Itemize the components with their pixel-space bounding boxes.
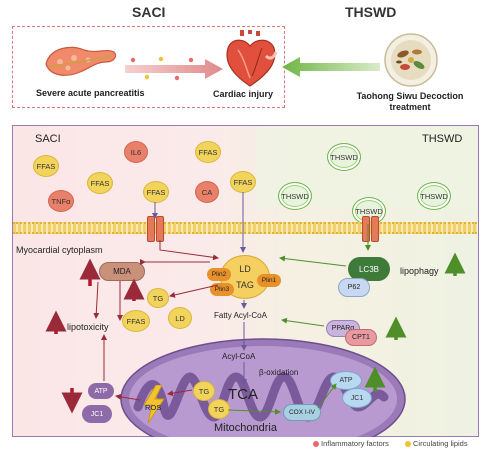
ffas-molecule: FFAS (122, 310, 150, 332)
fatty-acyl-coa-label: Fatty Acyl-CoA (214, 311, 267, 320)
panel-right-header: THSWD (422, 133, 463, 145)
jc1-right: JC1 (342, 388, 372, 408)
pancreas-icon (45, 46, 117, 76)
thswd-bubble: THSWD (278, 182, 312, 210)
thswd-bubble: THSWD (417, 182, 451, 210)
tca-label: TCA (228, 386, 258, 403)
ros-lightning-icon (143, 385, 165, 423)
tg-molecule: TG (147, 288, 169, 308)
beta-oxidation-label: β-oxidation (259, 368, 299, 377)
membrane-channel-right (371, 216, 379, 242)
saci-arrow (125, 56, 223, 81)
thswd-arrow (282, 57, 380, 77)
thswd-full-line1: Taohong Siwu Decoction (356, 91, 464, 101)
plin2-protein: Plin2 (207, 268, 231, 281)
p62-protein: P62 (338, 278, 370, 297)
legend-lipids-dot (405, 441, 411, 447)
ld-molecule: LD (168, 307, 192, 329)
cytoplasm-label: Myocardial cytoplasm (16, 245, 103, 255)
cox-complex: COX I-IV (283, 404, 321, 421)
membrane-channel-right (362, 216, 370, 242)
thswd-bubble: THSWD (327, 143, 361, 171)
il6-bubble: IL6 (124, 141, 148, 163)
atp-right: ATP (330, 371, 362, 390)
legend-lipids: Circulating lipids (413, 439, 468, 448)
acyl-coa-label: Acyl-CoA (222, 352, 256, 361)
membrane-channel-left (147, 216, 155, 242)
ros-label: ROS (145, 403, 162, 412)
herbal-decoction-icon (384, 33, 438, 87)
lipotoxicity-label: lipotoxicity (67, 322, 109, 332)
top-saci-title: SACI (132, 4, 166, 20)
ffas-bubble: FFAS (87, 172, 113, 194)
legend-inflammatory-dot (313, 441, 319, 447)
cpt1-protein: CPT1 (345, 329, 377, 346)
ca-bubble: CA (195, 181, 219, 203)
tnfa-bubble: TNFα (48, 190, 74, 212)
cardiac-label: Cardiac injury (213, 89, 274, 99)
pancreatitis-label: Severe acute pancreatitis (36, 88, 145, 98)
cell-membrane (13, 222, 477, 234)
panel-left-header: SACI (35, 133, 61, 145)
ffas-bubble: FFAS (33, 155, 59, 177)
tg-mito-molecule: TG (193, 381, 215, 401)
plin1-protein: Plin1 (257, 274, 281, 287)
tg-mito-molecule: TG (208, 399, 230, 419)
atp-left: ATP (88, 383, 114, 399)
ffas-bubble: FFAS (195, 141, 221, 163)
tag-label: TAG (236, 280, 254, 290)
plin3-protein: Plin3 (210, 283, 234, 296)
ffas-bubble: FFAS (143, 181, 169, 203)
lc3b-protein: LC3B (348, 257, 390, 281)
lipophagy-label: lipophagy (400, 266, 439, 276)
ld-label: LD (239, 264, 251, 274)
legend-inflammatory: Inflammatory factors (321, 439, 389, 448)
heart-icon (226, 30, 278, 87)
top-thswd-title: THSWD (345, 4, 397, 20)
jc1-left: JC1 (82, 405, 112, 423)
mitochondria-label: Mitochondria (214, 422, 277, 434)
thswd-full-name: Taohong Siwu Decoction treatment (340, 91, 480, 113)
thswd-full-line2: treatment (389, 102, 431, 112)
mitochondrion (120, 338, 406, 437)
